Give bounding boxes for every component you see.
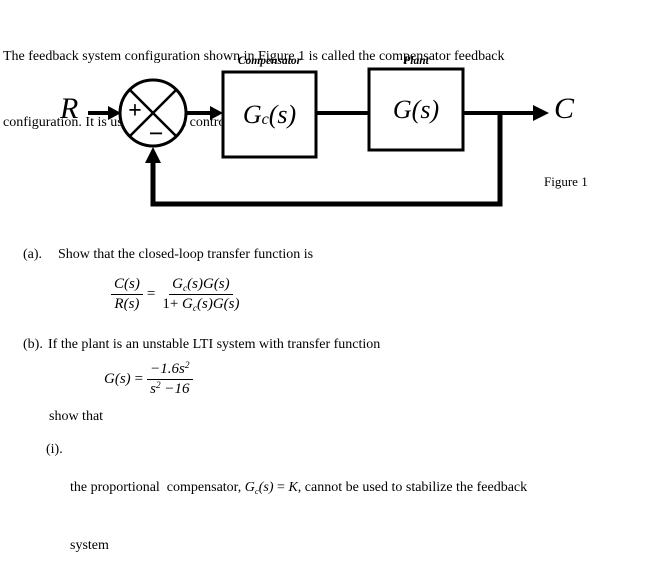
plant-denominator: s2 −16	[150, 381, 190, 397]
feedback-line	[150, 111, 503, 207]
rhs-denominator: 1+ Gc(s)G(s)	[162, 296, 240, 314]
input-arrowhead-icon	[108, 106, 121, 120]
equals-sign: =	[134, 371, 144, 387]
compensator-args: (s)	[268, 99, 297, 129]
list-item-i: (i). the proportional compensator, Gc(s)…	[46, 440, 548, 583]
part-a-text: Show that the closed-loop transfer funct…	[58, 247, 314, 262]
output-signal-label: C	[554, 92, 575, 125]
output-arrowhead-icon	[533, 105, 549, 121]
plant-lhs: G(s)	[104, 371, 131, 387]
compensator-box	[221, 70, 318, 159]
part-b-label: (b).	[23, 337, 43, 352]
plant-box	[367, 67, 465, 152]
compensator-caption: Compensator	[237, 55, 302, 67]
plant-caption: Plant	[403, 55, 429, 67]
plant-numerator: −1.6s2	[147, 361, 193, 380]
plant-block-label: G(s)	[392, 94, 440, 124]
rhs-numerator: Gc(s)G(s)	[169, 276, 233, 295]
sum-minus-sign: −	[148, 119, 164, 148]
item-text: the proportional compensator, Gc(s) = K,…	[70, 480, 528, 553]
compensator-subscript: c	[261, 110, 269, 128]
input-signal-label: R	[60, 92, 79, 125]
plant-fraction: −1.6s2 s2 −16	[147, 361, 193, 398]
intro-line-1: The feedback system configuration shown …	[3, 49, 505, 64]
junction-cross-line	[128, 88, 178, 138]
block-diagram-drawing	[88, 67, 549, 207]
part-a-label: (a).	[23, 247, 43, 262]
compensator-g: G	[242, 99, 262, 129]
feedback-arrowhead-icon	[145, 147, 161, 163]
closed-loop-transfer-function-formula: C(s) R(s) = Gc(s)G(s) 1+ Gc(s)G(s)	[111, 276, 243, 314]
show-that-text: show that	[49, 409, 104, 424]
lhs-denominator: R(s)	[114, 296, 140, 312]
sum-plus-sign: +	[128, 98, 142, 124]
junction-arrowhead-icon	[210, 106, 223, 120]
sub-item-list: (i). the proportional compensator, Gc(s)…	[46, 440, 548, 583]
rhs-fraction: Gc(s)G(s) 1+ Gc(s)G(s)	[159, 276, 242, 314]
lhs-numerator: C(s)	[111, 276, 143, 295]
equals-sign: =	[146, 286, 156, 302]
lhs-fraction: C(s) R(s)	[111, 276, 143, 313]
figure-caption: Figure 1	[544, 174, 588, 189]
plant-transfer-function-formula: G(s) = −1.6s2 s2 −16	[104, 361, 193, 398]
part-b-text: If the plant is an unstable LTI system w…	[48, 337, 381, 352]
item-label: (i).	[46, 442, 63, 457]
